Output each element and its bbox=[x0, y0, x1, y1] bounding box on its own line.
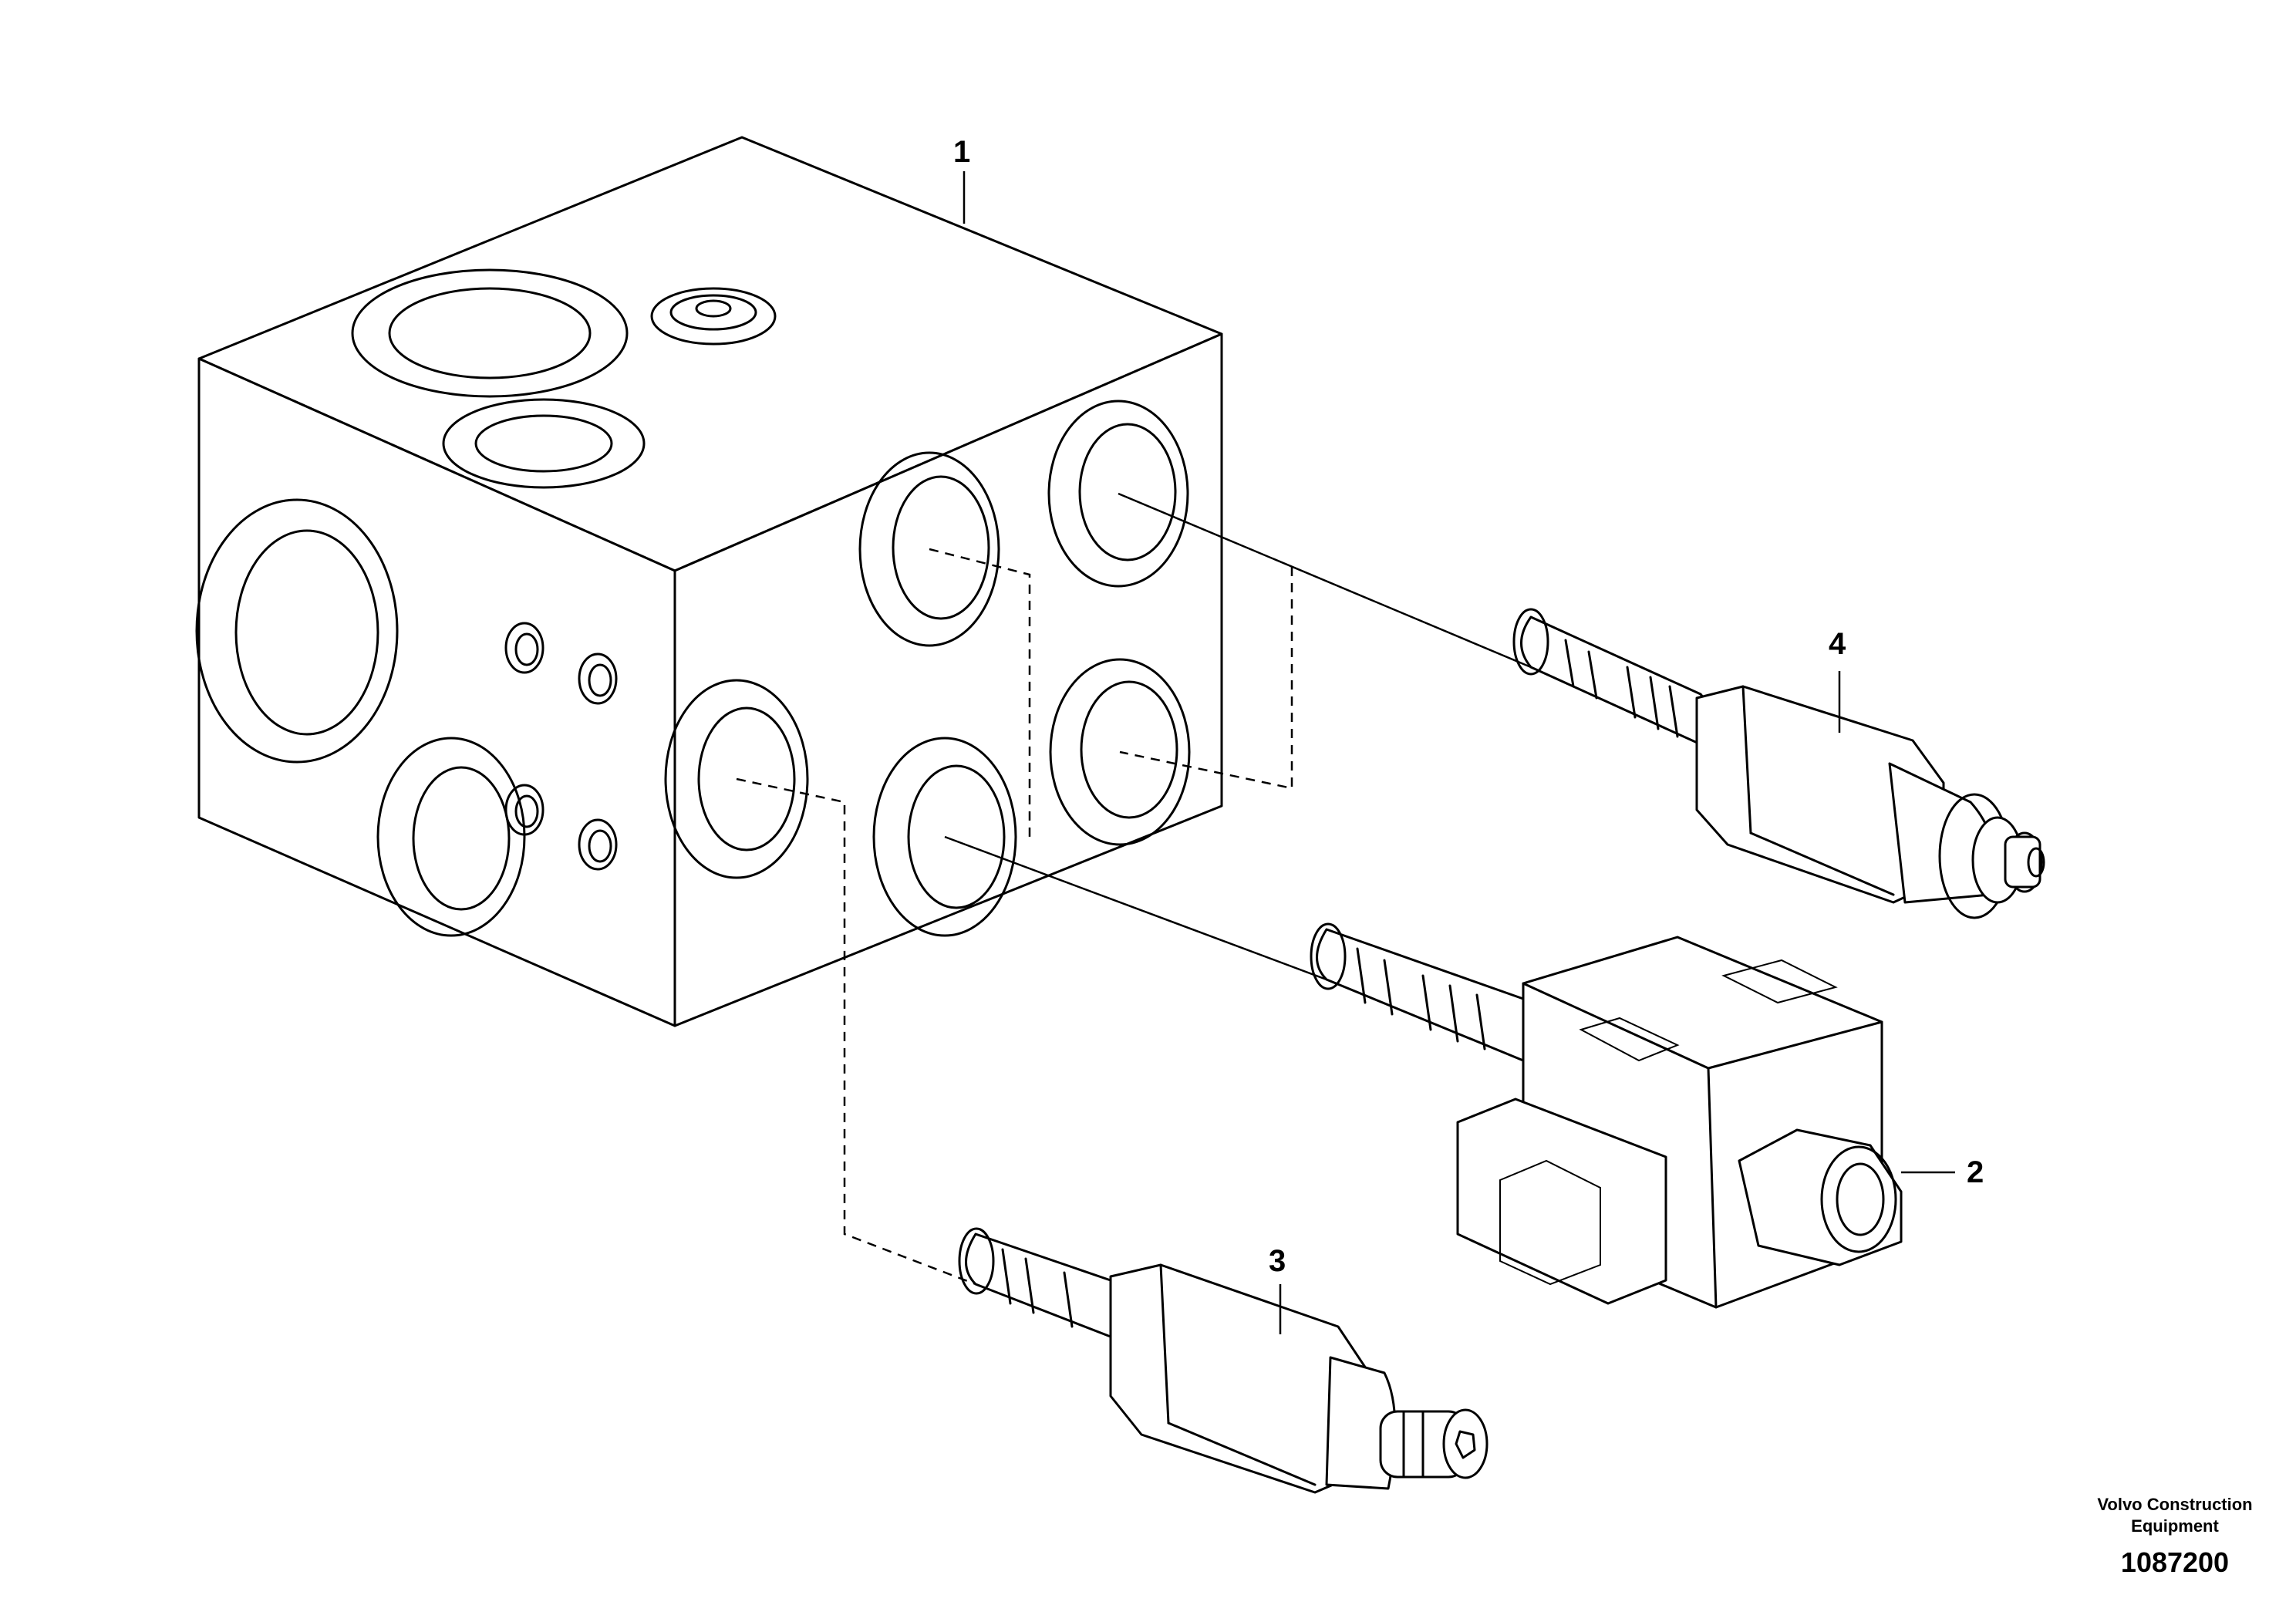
cartridge-valve-lower bbox=[958, 1227, 1489, 1494]
company-name-line1: Volvo Construction bbox=[2097, 1495, 2252, 1514]
callout-3: 3 bbox=[1269, 1244, 1286, 1278]
drawing-number: 1087200 bbox=[2121, 1546, 2229, 1578]
valve-block bbox=[195, 136, 1223, 1027]
callout-4: 4 bbox=[1829, 627, 1846, 661]
company-name-line2: Equipment bbox=[2131, 1516, 2219, 1536]
assembly-lines bbox=[736, 171, 1532, 1286]
solenoid-valve bbox=[1310, 922, 1955, 1309]
cartridge-valve-upper bbox=[1512, 608, 2045, 919]
callout-1: 1 bbox=[953, 135, 970, 169]
callout-2: 2 bbox=[1967, 1155, 1984, 1189]
